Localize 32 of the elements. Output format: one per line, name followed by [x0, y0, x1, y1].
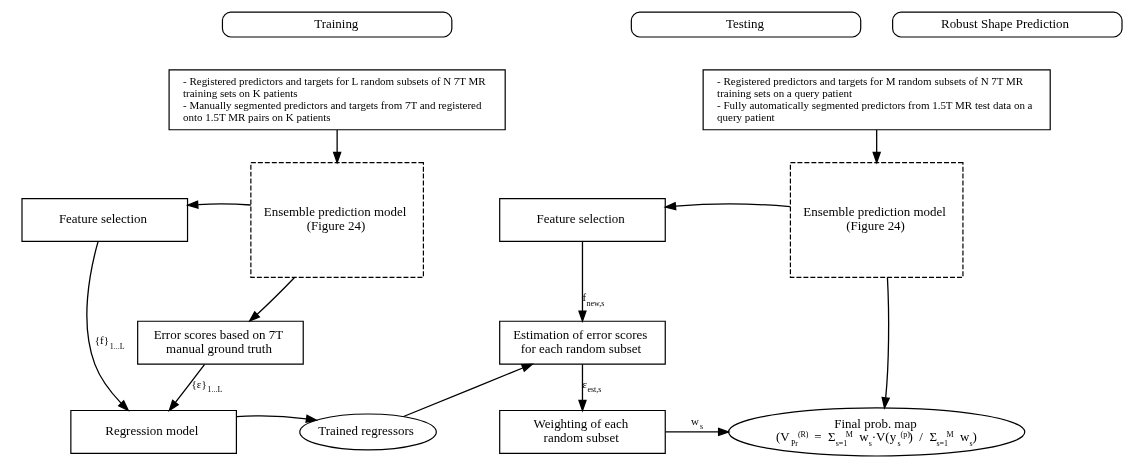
node-ellipse: Final prob. map (V$_{Pr}$$^{(R)}$ = Σ$_{s=1}$$^{M}$ w$_{s}$·V(y$_{s}$$^{(p)}$) / Σ$_{s=1}$$^{M}$ w$_{s}$): [728, 407, 1026, 457]
node-box: Estimation of error scores for each random subset: [499, 320, 666, 365]
node-box: Weighting of each random subset: [499, 409, 666, 454]
arrow: [663, 201, 791, 211]
arrow: [872, 129, 882, 165]
node-box: Testing: [630, 11, 862, 38]
node-box: Robust Shape Prediction: [892, 11, 1123, 38]
arrow: [332, 129, 342, 165]
node-box: - Registered predictors and targets for M random subsets of N 7T MR training sets on a query patient - Fully automatically segmented predictors from 1.5T MR test data on a query patient: [702, 69, 1051, 131]
edge-label: {f}$_{1...L}$: [94, 334, 125, 351]
node-box: Ensemble prediction model (Figure 24): [789, 162, 964, 278]
arrow: [168, 363, 206, 412]
arrow: [578, 363, 587, 413]
node-box: Ensemble prediction model (Figure 24): [250, 162, 424, 278]
arrow: [185, 200, 252, 209]
arrow: [86, 241, 130, 412]
node-box: Error scores based on 7T manual ground truth: [137, 320, 304, 365]
node-box: Regression model: [70, 409, 237, 454]
node-box: Feature selection: [21, 197, 189, 243]
arrow: [664, 427, 731, 437]
arrow: [402, 363, 535, 418]
node-box: Training: [221, 11, 453, 38]
arrow: [578, 240, 587, 324]
edge-label: f$_{new,s}$: [582, 291, 605, 308]
node-box: - Registered predictors and targets for L random subsets of N 7T MR training sets on K patients - Manually segmented predictors and targets from 7T and registered onto 1.5T MR pairs on K patients: [168, 69, 506, 131]
edge-label: w$_{s}$: [690, 414, 704, 432]
edge-label: {ε}$_{1...L}$: [191, 377, 223, 395]
arrow: [248, 276, 296, 323]
edge-label: ε$_{est,s}$: [582, 377, 602, 395]
node-box: Feature selection: [499, 197, 666, 243]
arrow: [235, 414, 319, 424]
arrow: [881, 276, 891, 410]
